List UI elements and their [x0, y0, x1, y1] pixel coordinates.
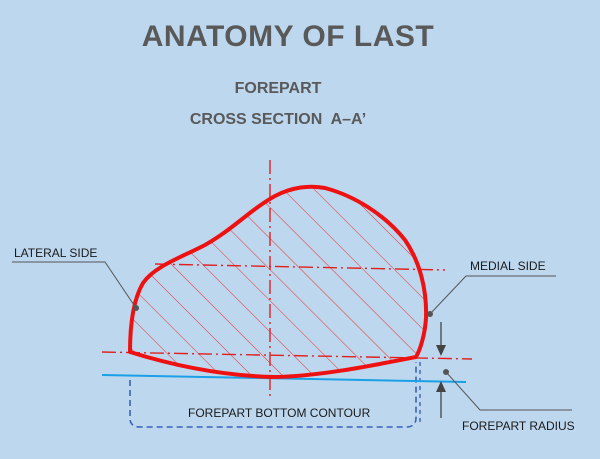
hatched-section-fill	[130, 186, 427, 377]
medial-side-leader-dot	[427, 311, 433, 317]
lateral-side-label: LATERAL SIDE	[14, 246, 97, 260]
lateral-side-leader	[12, 261, 137, 309]
bottom-contour-label: FOREPART BOTTOM CONTOUR	[188, 406, 371, 420]
bottom-contour-dashed-frame	[129, 362, 417, 428]
lateral-side-leader-dot	[133, 305, 139, 311]
medial-side-label: MEDIAL SIDE	[470, 259, 546, 273]
upper-horizontal-centerline	[154, 263, 446, 271]
forepart-radius-leader	[445, 371, 572, 411]
lower-horizontal-centerline	[101, 351, 473, 360]
page-title: ANATOMY OF LAST	[141, 20, 435, 53]
subtitle-cross-section: CROSS SECTION A–A’	[189, 111, 367, 128]
last-cross-section-outline	[128, 184, 429, 379]
medial-side-leader	[429, 275, 556, 315]
forepart-radius-leader-dot	[443, 369, 449, 375]
forepart-radius-label: FOREPART RADIUS	[462, 419, 575, 433]
radius-arrow-top-head	[436, 345, 446, 356]
radius-arrow-bottom-head	[436, 381, 446, 392]
subtitle-forepart: FOREPART	[234, 80, 322, 97]
